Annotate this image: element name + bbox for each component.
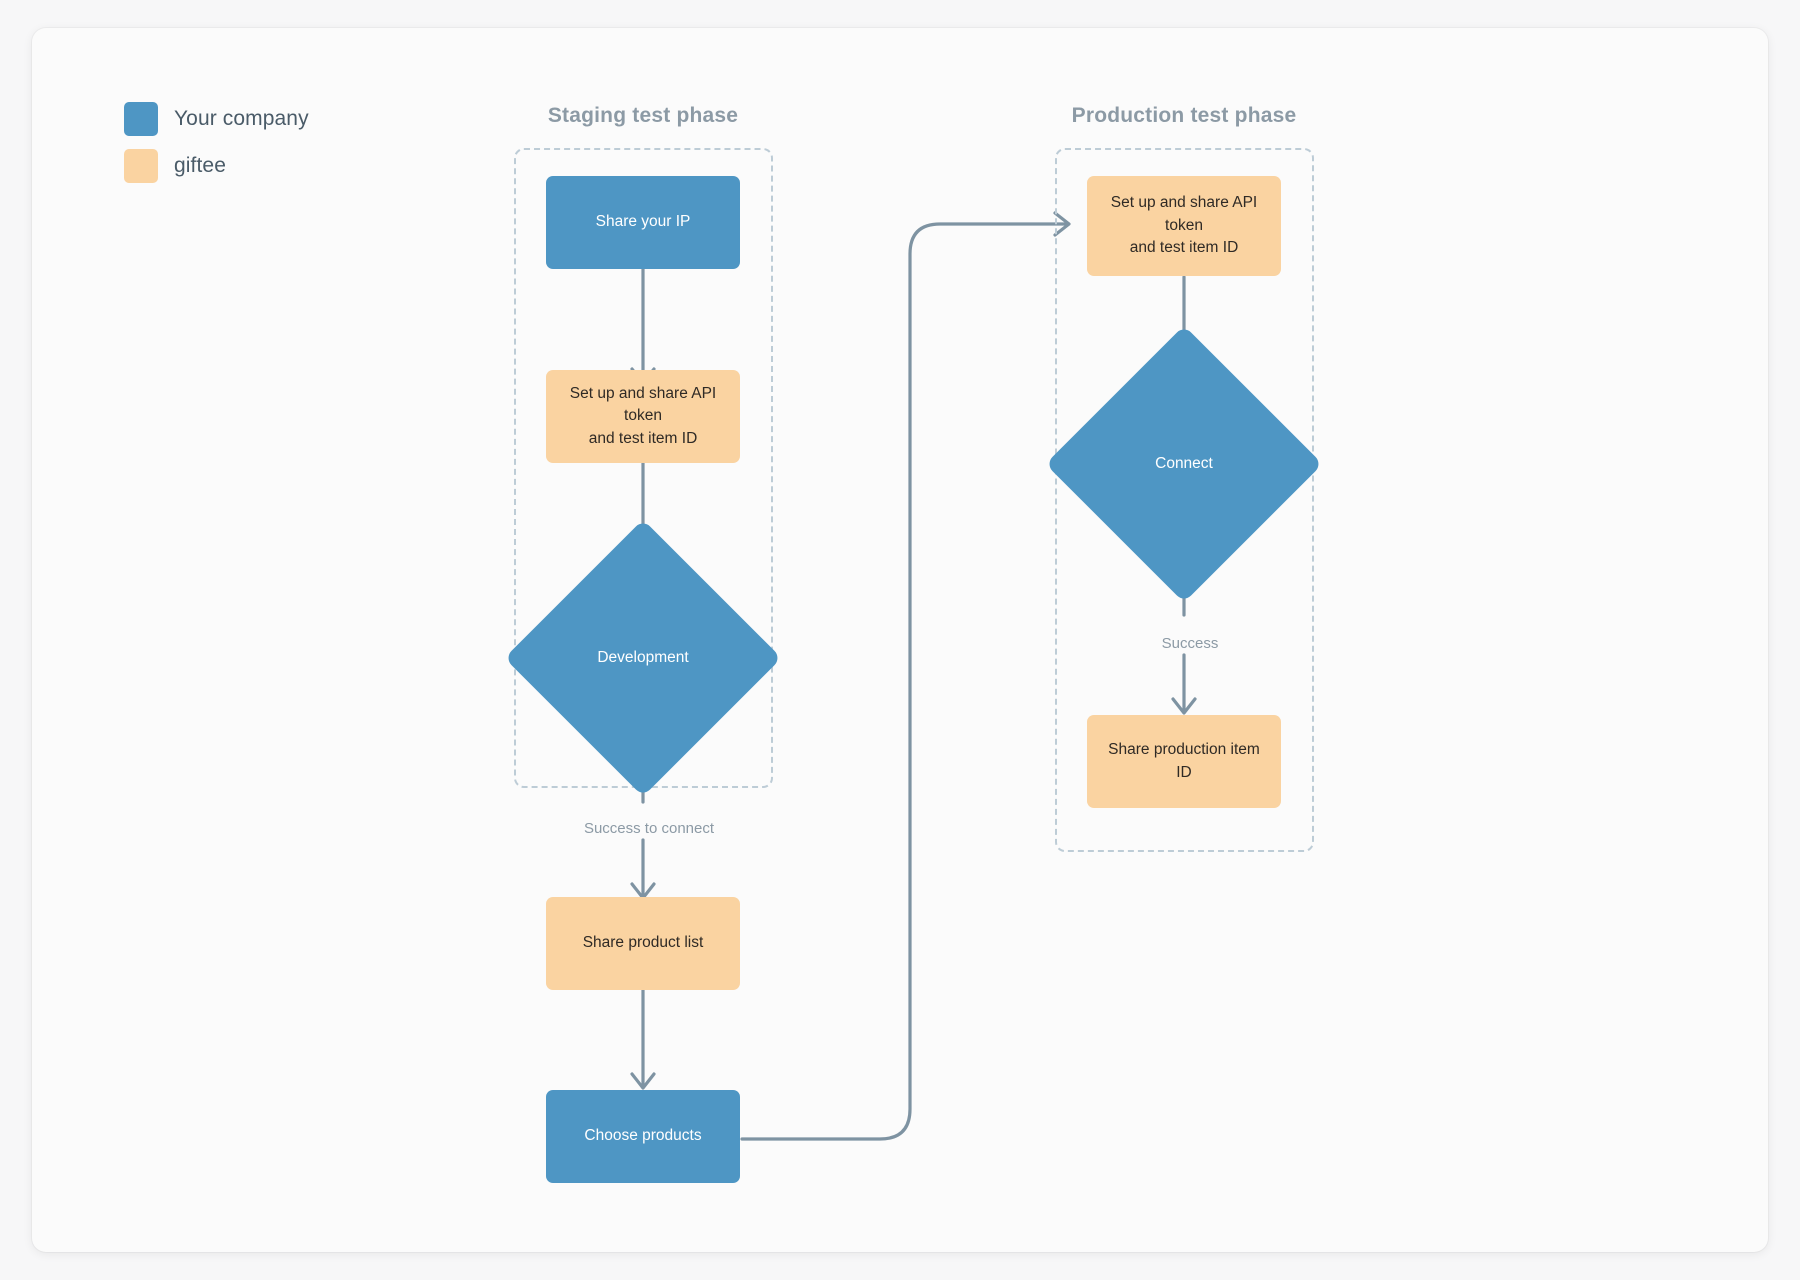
node-label-development: Development — [597, 649, 689, 666]
node-choose-products[interactable]: Choose products — [546, 1090, 740, 1183]
phase-title-production: Production test phase — [1071, 104, 1297, 127]
edge-label-success-to-connect: Success to connect — [543, 820, 755, 837]
node-production-api-token[interactable]: Set up and share API token and test item… — [1087, 176, 1281, 276]
legend-item-giftee: giftee — [124, 149, 226, 183]
legend-label-your-company: Your company — [174, 107, 309, 130]
node-label-production-api-token: Set up and share API token and test item… — [1110, 194, 1258, 257]
node-label-share-your-ip: Share your IP — [595, 213, 691, 231]
legend-item-your-company: Your company — [124, 102, 309, 136]
legend-swatch-your-company — [124, 102, 158, 136]
edge-choose-products-to-production — [740, 222, 1068, 1141]
node-label-share-production-item-id: Share production item ID — [1108, 741, 1260, 781]
node-label-share-product-list: Share product list — [582, 934, 704, 952]
node-staging-api-token[interactable]: Set up and share API token and test item… — [546, 370, 740, 463]
node-development[interactable]: Development — [504, 519, 782, 797]
node-label-connect: Connect — [1155, 455, 1213, 472]
arrowhead-production-api-token — [1053, 211, 1071, 237]
edge-label-success: Success — [1114, 635, 1266, 652]
node-share-production-item-id[interactable]: Share production item ID — [1087, 715, 1281, 808]
arrowhead-production-item-id — [1171, 697, 1197, 715]
node-label-staging-api-token: Set up and share API token and test item… — [569, 384, 717, 447]
node-share-your-ip[interactable]: Share your IP — [546, 176, 740, 269]
node-share-product-list[interactable]: Share product list — [546, 897, 740, 990]
diagram-card — [32, 28, 1768, 1252]
phase-container-production — [1055, 148, 1314, 852]
legend-label-giftee: giftee — [174, 154, 226, 177]
arrowhead-choose-products — [630, 1072, 656, 1090]
phase-title-staging: Staging test phase — [547, 104, 739, 127]
legend-swatch-giftee — [124, 149, 158, 183]
node-connect[interactable]: Connect — [1045, 325, 1323, 603]
node-label-choose-products: Choose products — [584, 1127, 702, 1145]
